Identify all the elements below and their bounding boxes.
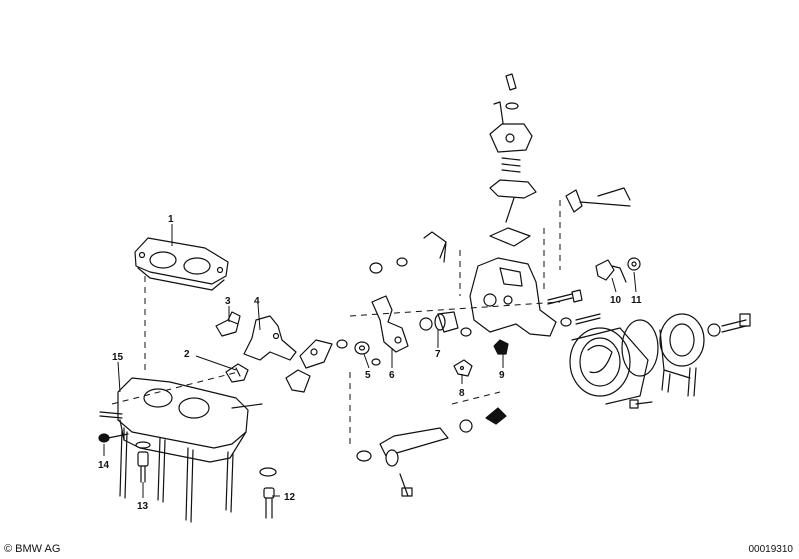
washer-set bbox=[369, 257, 472, 366]
label-part-2: 2 bbox=[184, 349, 190, 360]
leader-lines bbox=[103, 224, 637, 498]
part-6-throttle-lever bbox=[371, 295, 409, 353]
label-part-6: 6 bbox=[389, 370, 395, 381]
part-11-nut bbox=[627, 257, 641, 271]
part-4-lever bbox=[243, 315, 297, 361]
part-12-bolt bbox=[259, 467, 277, 519]
diaphragm-ring bbox=[621, 319, 659, 377]
copyright-notice: © BMW AG bbox=[4, 543, 61, 555]
part-5-washer bbox=[336, 339, 370, 355]
part-2-clip bbox=[225, 363, 249, 383]
label-part-1: 1 bbox=[168, 214, 174, 225]
part-9-nut bbox=[493, 339, 509, 355]
label-part-3: 3 bbox=[225, 296, 231, 307]
label-part-8: 8 bbox=[459, 388, 465, 399]
lower-linkage bbox=[356, 407, 507, 497]
part-14-screw bbox=[98, 433, 129, 443]
label-part-11: 11 bbox=[631, 295, 642, 306]
central-housing bbox=[423, 231, 557, 337]
label-part-5: 5 bbox=[365, 370, 371, 381]
image-id: 00019310 bbox=[748, 544, 794, 555]
part-7-bushing bbox=[419, 311, 459, 333]
part-15-base-body bbox=[99, 377, 263, 523]
part-8-bracket bbox=[453, 359, 473, 377]
small-bolt-lower bbox=[629, 399, 653, 409]
label-part-14: 14 bbox=[98, 460, 110, 471]
part-3-pin bbox=[215, 311, 241, 337]
part-10-clip bbox=[595, 259, 627, 283]
label-part-7: 7 bbox=[435, 349, 441, 360]
label-part-9: 9 bbox=[499, 370, 505, 381]
screw-right bbox=[547, 289, 601, 327]
part-1-flange-gasket bbox=[134, 237, 229, 291]
right-bolt bbox=[707, 313, 751, 337]
label-part-4: 4 bbox=[254, 296, 260, 307]
linkage-plate bbox=[285, 339, 333, 393]
label-part-13: 13 bbox=[137, 501, 149, 512]
part-labels: 1 2 3 4 5 6 7 8 9 10 11 12 13 14 15 bbox=[98, 214, 642, 512]
upper-right-link bbox=[565, 187, 631, 213]
part-13-screw bbox=[135, 441, 151, 483]
diaphragm-housing bbox=[569, 327, 649, 405]
label-part-12: 12 bbox=[284, 492, 296, 503]
dashed-assembly-lines bbox=[111, 200, 561, 448]
top-pin-stack bbox=[489, 73, 537, 247]
vacuum-cap bbox=[659, 313, 705, 397]
label-part-15: 15 bbox=[112, 352, 124, 363]
label-part-10: 10 bbox=[610, 295, 622, 306]
